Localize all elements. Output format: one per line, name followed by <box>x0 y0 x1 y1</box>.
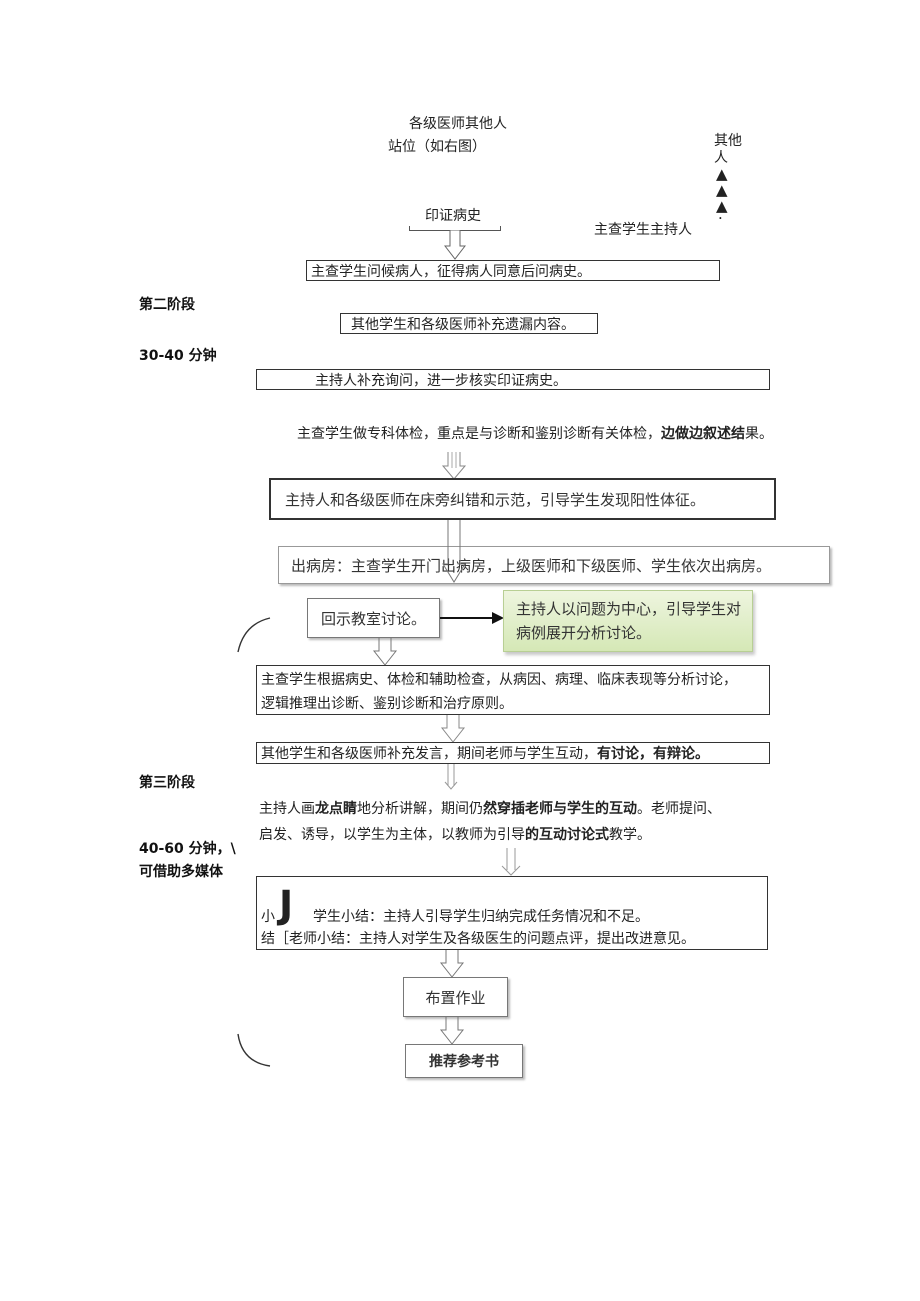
homework-box: 布置作业 <box>403 977 508 1017</box>
down-arrow-icon <box>439 1017 465 1045</box>
emphasis-text: 的互动讨论式 <box>525 827 609 843</box>
summary-prefix-2: 结［ <box>261 931 289 947</box>
down-arrow-icon <box>442 520 466 583</box>
right-arrow-icon <box>440 612 504 624</box>
step-back-to-classroom: 回示教室讨论。 <box>307 598 440 638</box>
doctors-label: 各级医师其他人 <box>409 116 507 132</box>
step-text: 逻辑推理出诊断、鉴别诊断和治疗原则。 <box>261 696 513 712</box>
stage3-time-label: 40-60 分钟，\ <box>139 841 236 857</box>
step-text: 。老师提问、 <box>637 801 721 817</box>
step-text: 果。 <box>745 426 773 442</box>
others-label-2: 人 <box>714 150 728 166</box>
others-label: 其他 <box>714 133 742 149</box>
emphasis-text: 有讨论，有辩论。 <box>597 746 709 762</box>
position-marker-icon: ▲ <box>716 197 728 215</box>
teacher-summary: 老师小结：主持人对学生及各级医生的问题点评，提出改进意见。 <box>289 931 695 947</box>
verify-history-label: 印证病史 <box>425 208 481 224</box>
stage2-time-label: 30-40 分钟 <box>139 348 217 364</box>
student-summary: 学生小结：主持人引导学生归纳完成任务情况和不足。 <box>313 909 649 925</box>
step-text: 出病房：主查学生开门出病房，上级医师和下级医师、学生依次出病房。 <box>291 556 772 575</box>
step-supplement: 其他学生和各级医师补充遗漏内容。 <box>340 313 598 334</box>
step-text: 其他学生和各级医师补充遗漏内容。 <box>351 316 575 333</box>
step-problem-centered-discussion: 主持人以问题为中心，引导学生对病例展开分析讨论。 <box>503 590 753 652</box>
down-arrow-icon <box>444 764 458 790</box>
emphasis-text: 边做边叙述结 <box>661 426 745 442</box>
step-physical-exam: 主查学生做专科体检，重点是与诊断和鉴别诊断有关体检，边做边叙述结果。 <box>297 424 773 444</box>
step-supplementary-speech: 其他学生和各级医师补充发言，期间老师与学生互动，有讨论，有辩论。 <box>256 742 770 764</box>
step-analysis-discussion: 主查学生根据病史、体检和辅助检查，从病因、病理、临床表现等分析讨论， 逻辑推理出… <box>256 665 770 715</box>
step-text: 布置作业 <box>425 988 486 1007</box>
step-text: 回示教室讨论。 <box>321 609 427 628</box>
position-marker-icon: ▲ <box>716 181 728 199</box>
positions-label: 站位（如右图） <box>388 139 486 155</box>
position-marker-icon: · <box>718 209 723 227</box>
down-arrow-icon <box>440 715 466 743</box>
step-text: 其他学生和各级医师补充发言，期间老师与学生互动， <box>261 746 597 762</box>
summary-brace: J <box>279 883 294 927</box>
step-text: 主持人和各级医师在床旁纠错和示范，引导学生发现阳性体征。 <box>285 490 706 509</box>
stage3-label: 第三阶段 <box>139 775 195 791</box>
emphasis-text: 龙点睛 <box>315 801 357 817</box>
summary-prefix: 小 <box>261 909 275 925</box>
step-text: 启发、诱导，以学生为主体，以教师为引导 <box>259 827 525 843</box>
recommended-books-box: 推荐参考书 <box>405 1044 523 1078</box>
step-text: 地分析讲解，期间仍 <box>357 801 483 817</box>
down-arrow-icon <box>441 452 467 480</box>
bracket-arc-icon <box>237 1033 271 1067</box>
down-arrow-icon <box>439 950 465 978</box>
step-text: 推荐参考书 <box>429 1054 499 1070</box>
step-text: 主查学生问候病人，征得病人同意后问病史。 <box>311 263 591 280</box>
down-arrow-icon <box>501 848 521 876</box>
step-greet-patient: 主查学生问候病人，征得病人同意后问病史。 <box>306 260 720 281</box>
step-bedside-demo: 主持人和各级医师在床旁纠错和示范，引导学生发现阳性体征。 <box>269 478 776 520</box>
stage3-note-label: 可借助多媒体 <box>139 864 223 880</box>
step-text: 主查学生根据病史、体检和辅助检查，从病因、病理、临床表现等分析讨论， <box>261 672 737 688</box>
down-arrow-icon <box>444 230 466 260</box>
step-host-inquiry: 主持人补充询问，进一步核实印证病史。 <box>256 369 770 390</box>
step-text: 主查学生做专科体检，重点是与诊断和鉴别诊断有关体检， <box>297 426 661 442</box>
step-text: 教学。 <box>609 827 651 843</box>
down-arrow-icon <box>372 638 398 666</box>
step-leave-ward: 出病房：主查学生开门出病房，上级医师和下级医师、学生依次出病房。 <box>278 546 830 584</box>
step-host-explanation: 主持人画龙点睛地分析讲解，期间仍然穿插老师与学生的互动。老师提问、 启发、诱导，… <box>259 796 721 848</box>
summary-box: 小 J 学生小结：主持人引导学生归纳完成任务情况和不足。 结［ 老师小结：主持人… <box>256 876 768 950</box>
stage2-label: 第二阶段 <box>139 297 195 313</box>
step-text: 主持人补充询问，进一步核实印证病史。 <box>315 372 567 389</box>
bracket-arc-icon <box>237 617 271 653</box>
lead-student-label: 主查学生主持人 <box>594 222 692 238</box>
step-text: 主持人以问题为中心，引导学生对病例展开分析讨论。 <box>516 600 742 642</box>
position-marker-icon: ▲ <box>716 165 728 183</box>
step-text: 主持人画 <box>259 801 315 817</box>
emphasis-text: 然穿插老师与学生的互动 <box>483 801 637 817</box>
